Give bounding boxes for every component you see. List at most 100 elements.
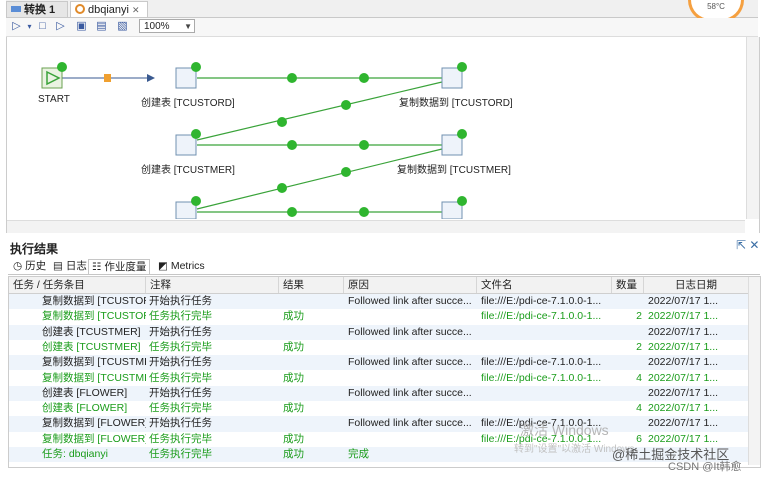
job-toolbar: ▷ ▾ □ ▷ ▣ ▤ ▧ 100%▼ — [6, 18, 758, 37]
col-log-date[interactable]: 日志日期 — [644, 277, 749, 293]
table-row[interactable]: 复制数据到 [TCUSTORD任务执行完毕成功file:///E:/pdi-ce… — [9, 309, 749, 324]
run-dropdown-icon[interactable]: ▾ — [27, 22, 32, 31]
success-check-icon — [457, 62, 467, 72]
job-canvas[interactable]: START 创建表 [TCUSTORD] 复制数据到 [TCUSTORD] 创建… — [6, 37, 760, 233]
lock-icon — [104, 74, 111, 82]
close-tab-icon[interactable]: ✕ — [131, 5, 140, 15]
replay-icon[interactable]: ▷ — [56, 20, 65, 32]
node-label-copy-tcustmer: 复制数据到 [TCUSTMER] — [397, 165, 511, 176]
check-icon[interactable]: ▣ — [76, 20, 87, 32]
cell-task: 复制数据到 [TCUSTORD — [42, 310, 146, 323]
maximize-icon[interactable]: ⇱ — [736, 238, 747, 252]
success-check-icon — [457, 196, 467, 206]
results-title: 执行结果 — [10, 242, 59, 256]
activate-windows-subtext: 转到"设置"以激活 Windows。 — [514, 444, 645, 455]
node-label-copy-tcustord: 复制数据到 [TCUSTORD] — [399, 98, 513, 109]
cell-file: file:///E:/pdi-ce-7.1.0.0-1... — [481, 356, 602, 369]
hop-arrow — [147, 74, 155, 82]
cell-date: 2022/07/17 1... — [648, 432, 719, 445]
cell-result: 成功 — [283, 340, 304, 353]
zoom-select[interactable]: 100%▼ — [139, 19, 195, 33]
cell-task: 复制数据到 [FLOWER] — [42, 417, 146, 430]
panel-controls: ⇱ ✕ — [736, 238, 759, 252]
copy-data-node-tcustmer[interactable] — [441, 134, 463, 156]
history-icon: ◷ — [13, 260, 23, 272]
cell-task: 创建表 [FLOWER] — [42, 386, 128, 399]
close-icon[interactable]: ✕ — [749, 238, 760, 252]
cell-note: 开始执行任务 — [149, 386, 212, 399]
cell-reason: Followed link after succe... — [348, 295, 472, 307]
cell-count: 4 — [636, 402, 642, 415]
tab-dbqianyi[interactable]: dbqianyi✕ — [70, 1, 148, 17]
job-metrics-table: 任务 / 任务条目 注释 结果 原因 文件名 数量 日志日期 复制数据到 [TC… — [8, 276, 761, 468]
col-result[interactable]: 结果 — [279, 277, 344, 293]
col-count[interactable]: 数量 — [612, 277, 644, 293]
tab-label: 转换 1 — [24, 4, 56, 16]
tab-metrics[interactable]: ◩ Metrics — [158, 260, 205, 272]
copy-data-node-tcustord[interactable] — [441, 67, 463, 89]
col-task[interactable]: 任务 / 任务条目 — [9, 277, 146, 293]
job-icon — [75, 3, 85, 14]
table-vertical-scrollbar[interactable] — [748, 277, 760, 465]
cell-note: 任务执行完毕 — [149, 448, 212, 460]
cell-note: 任务执行完毕 — [149, 371, 212, 384]
stop-icon[interactable]: □ — [39, 20, 46, 32]
tab-job-metrics[interactable]: ☷ 作业度量 — [88, 259, 151, 274]
activate-windows-watermark: 激活 Windows — [520, 422, 609, 438]
cell-count: 4 — [636, 371, 642, 384]
hop-2[interactable] — [196, 81, 443, 141]
log-icon: ▤ — [53, 260, 63, 272]
cell-reason: Followed link after succe... — [348, 417, 472, 430]
canvas-vertical-scrollbar[interactable] — [746, 37, 759, 219]
job-graph — [41, 62, 467, 219]
cell-reason: Followed link after succe... — [348, 325, 472, 338]
tab-label: dbqianyi — [88, 4, 129, 16]
tab-history[interactable]: ◷ 历史 — [13, 260, 47, 272]
hop-4[interactable] — [196, 148, 443, 210]
cell-date: 2022/07/17 1... — [648, 295, 719, 307]
success-check-icon — [457, 129, 467, 139]
cell-date: 2022/07/17 1... — [648, 417, 719, 430]
hop-success-markers — [277, 73, 369, 217]
success-check-icon — [191, 196, 201, 206]
canvas-horizontal-scrollbar[interactable] — [7, 220, 745, 233]
community-watermark: @稀土掘金技术社区 — [612, 447, 730, 462]
cell-date: 2022/07/17 1... — [648, 371, 719, 384]
sql-icon[interactable]: ▤ — [96, 20, 107, 32]
col-reason[interactable]: 原因 — [344, 277, 477, 293]
cell-note: 任务执行完毕 — [149, 432, 212, 445]
cell-count: 2 — [636, 310, 642, 323]
create-table-node-flower[interactable] — [175, 201, 197, 219]
cell-note: 任务执行完毕 — [149, 310, 212, 323]
run-icon[interactable]: ▷ — [12, 20, 21, 32]
cell-task: 复制数据到 [TCUSTORD — [42, 295, 146, 307]
impact-icon[interactable]: ▧ — [117, 20, 128, 32]
tab-transform-1[interactable]: 转换 1 — [6, 1, 68, 17]
table-row[interactable]: 复制数据到 [TCUSTORD开始执行任务Followed link after… — [9, 294, 749, 310]
cell-note: 开始执行任务 — [149, 356, 212, 369]
cell-date: 2022/07/17 1... — [648, 386, 719, 399]
tab-log[interactable]: ▤ 日志 — [53, 260, 87, 272]
cell-date: 2022/07/17 1... — [648, 356, 719, 369]
cell-result: 成功 — [283, 402, 304, 415]
col-filename[interactable]: 文件名 — [477, 277, 612, 293]
col-note[interactable]: 注释 — [146, 277, 279, 293]
cell-result: 成功 — [283, 432, 304, 445]
results-tab-bar: ◷ 历史 ▤ 日志 ☷ 作业度量 ◩ Metrics — [8, 258, 760, 275]
cell-task: 复制数据到 [TCUSTMEI — [42, 371, 146, 384]
copy-data-node-flower[interactable] — [441, 201, 463, 219]
cell-file: file:///E:/pdi-ce-7.1.0.0-1... — [481, 295, 602, 307]
create-table-node-tcustmer[interactable] — [175, 134, 197, 156]
editor-tab-bar: 转换 1 dbqianyi✕ — [6, 0, 758, 18]
create-table-node-tcustord[interactable] — [175, 67, 197, 89]
cell-result: 成功 — [283, 371, 304, 384]
